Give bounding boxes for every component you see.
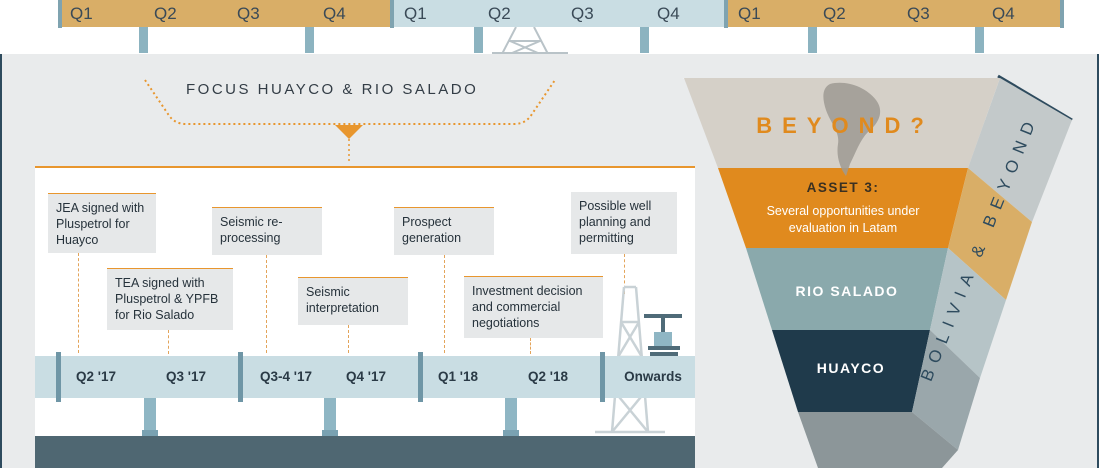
quarter-peg: [474, 27, 483, 53]
timeline-bar: [35, 356, 635, 398]
note-connector: [78, 253, 79, 353]
note-prospect: Prospect generation: [394, 207, 494, 255]
quarter-label: Q3: [571, 4, 594, 23]
timeline-bar-end: [600, 356, 695, 398]
timeline-peg-cap: [142, 430, 158, 440]
quarter-separator: [724, 0, 728, 28]
timeline-peg: [144, 398, 156, 440]
timeline-peg-cap: [322, 430, 338, 440]
timeline-separator: [600, 352, 605, 402]
focus-banner-title: FOCUS HUAYCO & RIO SALADO: [186, 81, 479, 98]
quarter-label: Q4: [992, 4, 1015, 23]
note-connector: [168, 330, 169, 354]
funnel-rio-salado-label: RIO SALADO: [795, 283, 899, 299]
quarter-peg: [808, 27, 817, 53]
quarter-separator: [1060, 0, 1064, 28]
note-well: Possible well planning and permitting: [571, 192, 677, 254]
note-connector: [266, 255, 267, 353]
timeline-peg: [324, 398, 336, 440]
timeline-separator: [238, 352, 243, 402]
quarter-cell: [726, 0, 1062, 27]
drilling-rig-icon: [492, 27, 568, 54]
timeline-peg-cap: [503, 430, 519, 440]
timeline-label: Q1 '18: [438, 369, 478, 384]
quarter-label: Q2: [823, 4, 846, 23]
quarter-separator: [390, 0, 394, 28]
timeline-label: Onwards: [624, 369, 682, 384]
quarter-peg: [139, 27, 148, 53]
quarter-label: Q3: [237, 4, 260, 23]
timeline-label: Q3 '17: [166, 369, 206, 384]
note-seismic-interpretation: Seismic interpretation: [298, 277, 408, 325]
left-border: [0, 0, 2, 468]
note-jea: JEA signed with Pluspetrol for Huayco: [48, 193, 156, 253]
quarter-label: Q1: [404, 4, 427, 23]
quarter-cell: [58, 0, 392, 27]
note-connector: [444, 255, 445, 353]
timeline-separator: [418, 352, 423, 402]
timeline-label: Q4 '17: [346, 369, 386, 384]
note-seismic-reprocessing: Seismic re-processing: [212, 207, 322, 255]
funnel-asset3-text: Several opportunities under evaluation i…: [766, 204, 920, 235]
quarter-label: Q4: [657, 4, 680, 23]
quarter-peg: [640, 27, 649, 53]
valve-icon: [644, 314, 682, 356]
timeline-label: Q2 '18: [528, 369, 568, 384]
quarter-cell: [392, 0, 726, 27]
quarter-label: Q2: [488, 4, 511, 23]
quarter-peg: [975, 27, 984, 53]
funnel-asset3-title: ASSET 3:: [806, 180, 880, 195]
timeline-peg: [505, 398, 517, 440]
quarter-label: Q1: [738, 4, 761, 23]
quarter-label: Q2: [154, 4, 177, 23]
quarter-peg: [305, 27, 314, 53]
funnel-huayco-label: HUAYCO: [816, 360, 886, 376]
note-connector: [624, 254, 625, 294]
right-border: [1097, 0, 1099, 468]
top-quarter-strip: Q1 Q2 Q3 Q4 Q1 Q2 Q3 Q4 Q1 Q2 Q3 Q4: [0, 0, 1099, 54]
funnel-graphic: [682, 74, 1073, 468]
quarter-label: Q3: [907, 4, 930, 23]
quarter-label: Q4: [323, 4, 346, 23]
note-connector: [348, 325, 349, 353]
quarter-label: Q1: [70, 4, 93, 23]
quarter-separator: [58, 0, 62, 28]
focus-banner-shape: [144, 79, 556, 164]
ground-bar: [35, 436, 695, 468]
timeline-label: Q2 '17: [76, 369, 116, 384]
note-connector: [530, 338, 531, 354]
funnel-beyond-label: BEYOND?: [756, 113, 934, 138]
timeline-separator: [56, 352, 61, 402]
note-investment: Investment decision and commercial negot…: [464, 276, 603, 338]
note-tea: TEA signed with Pluspetrol & YPFB for Ri…: [107, 268, 233, 330]
timeline-label: Q3-4 '17: [260, 369, 312, 384]
